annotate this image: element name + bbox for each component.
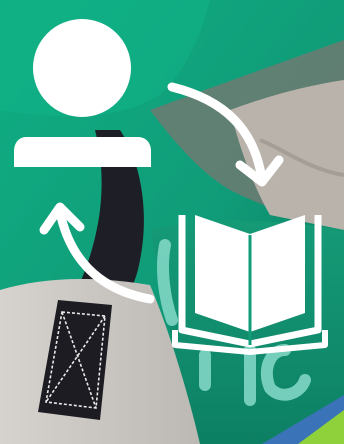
cycle-arrow-icon (44, 207, 150, 299)
person-icon (14, 19, 151, 167)
open-book-icon (175, 215, 325, 352)
cycle-arrow-icon (172, 87, 279, 182)
